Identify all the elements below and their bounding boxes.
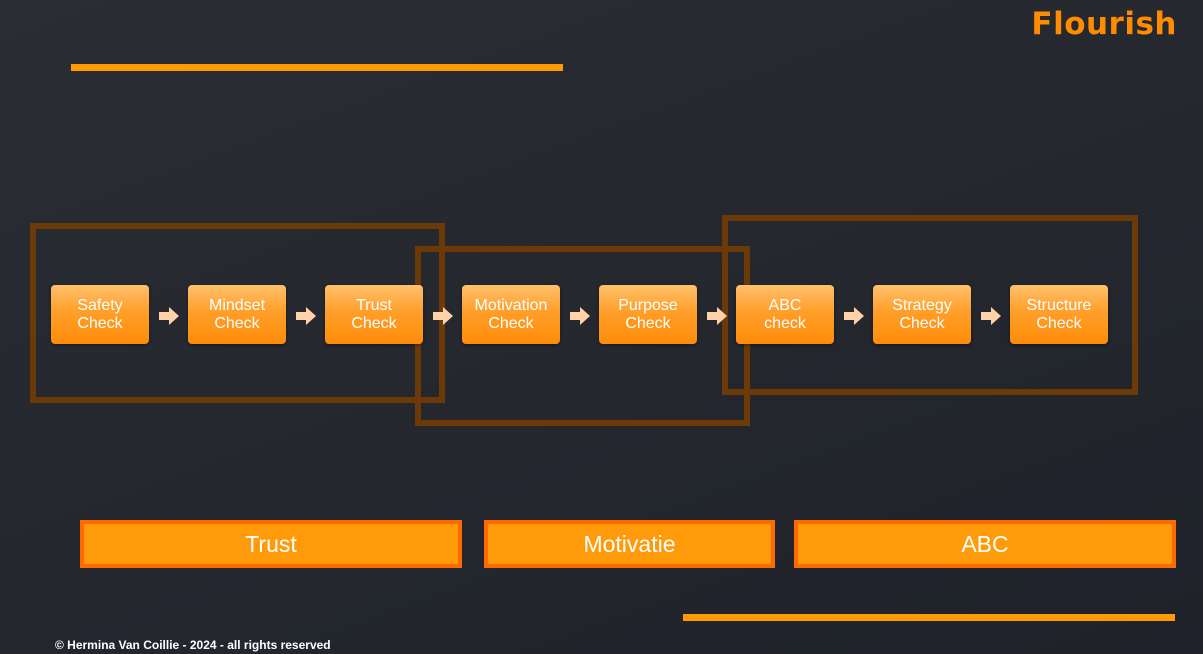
arrow-right-icon <box>296 307 316 325</box>
arrow-right-icon <box>981 307 1001 325</box>
flourish-logo: Flourish <box>1031 6 1177 42</box>
step-safety-check: Safety Check <box>51 285 149 344</box>
step-purpose-check: Purpose Check <box>599 285 697 344</box>
step-trust-check: Trust Check <box>325 285 423 344</box>
top-accent-bar <box>71 64 563 71</box>
arrow-right-icon <box>159 307 179 325</box>
step-structure-check: Structure Check <box>1010 285 1108 344</box>
step-abc-check: ABC check <box>736 285 834 344</box>
step-mindset-check: Mindset Check <box>188 285 286 344</box>
group-label-trust: Trust <box>80 520 462 568</box>
arrow-right-icon <box>844 307 864 325</box>
step-motivation-check: Motivation Check <box>462 285 560 344</box>
group-label-motivatie: Motivatie <box>484 520 775 568</box>
arrow-right-icon <box>433 307 453 325</box>
abc-group-frame <box>722 215 1138 395</box>
group-label-abc: ABC <box>794 520 1176 568</box>
arrow-right-icon <box>707 307 727 325</box>
bottom-accent-bar <box>683 614 1175 621</box>
arrow-right-icon <box>570 307 590 325</box>
copyright-footer: © Hermina Van Coillie - 2024 - all right… <box>55 638 331 652</box>
step-strategy-check: Strategy Check <box>873 285 971 344</box>
